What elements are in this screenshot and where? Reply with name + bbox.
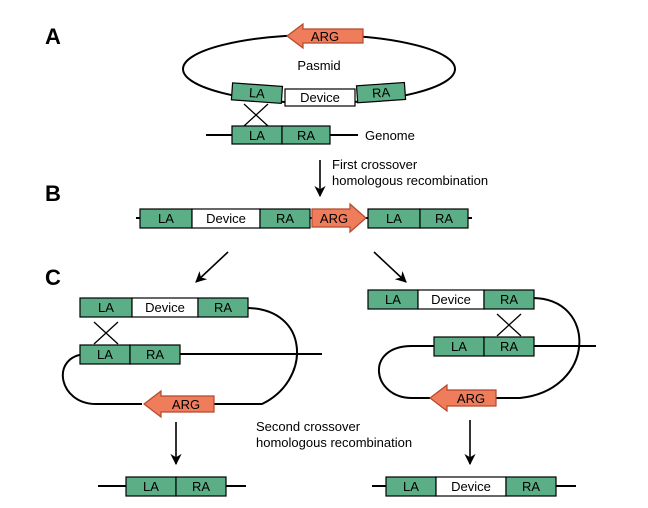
c-left-result-la-label: LA: [143, 479, 159, 494]
c-right-result-la-label: LA: [403, 479, 419, 494]
c-right-la-bottom-label: LA: [451, 339, 467, 354]
c-right-result-ra: [505, 476, 557, 497]
genome-ra-box: [281, 125, 331, 145]
genome-label: Genome: [365, 128, 415, 143]
genome-la-label: LA: [249, 128, 265, 143]
c-left-la-bottom-label: LA: [97, 347, 113, 362]
arg-arrow: [286, 22, 364, 50]
second-crossover-label-2: homologous recombination: [256, 435, 412, 450]
plasmid-la-box: [230, 82, 284, 104]
b-ra-box-2: [419, 208, 469, 229]
c-right-loop-left: [378, 345, 434, 399]
first-crossover-label-1: First crossover: [332, 157, 418, 172]
plasmid-label: Pasmid: [297, 58, 340, 73]
panel-label-c: C: [45, 265, 61, 290]
b-arg-arrow: [311, 202, 367, 234]
panel-label-b: B: [45, 181, 61, 206]
panel-c-right: LA Device RA LA RA ARG LA Device RA: [367, 289, 596, 497]
c-right-result-ra-label: RA: [522, 479, 540, 494]
c-right-la-top-label: LA: [385, 292, 401, 307]
c-left-la-top-label: LA: [98, 300, 114, 315]
genome-ra-label: RA: [297, 128, 315, 143]
plasmid-device-box: [284, 88, 356, 107]
b-device-label: Device: [206, 211, 246, 226]
c-right-ra-top-label: RA: [500, 292, 518, 307]
c-left-ra-top: [197, 297, 249, 318]
split-arrow-right: [373, 251, 407, 283]
c-left-ra-bottom: [129, 344, 181, 365]
c-right-ra-top: [483, 289, 535, 310]
plasmid-ra-box: [355, 81, 407, 104]
first-crossover-label-2: homologous recombination: [332, 173, 488, 188]
c-left-loop-right: [160, 307, 298, 405]
b-la-label-2: LA: [386, 211, 402, 226]
panel-b: LA Device RA ARG LA RA: [136, 202, 472, 234]
c-left-arg-arrow: [143, 389, 215, 419]
c-right-arg-label: ARG: [457, 391, 485, 406]
c-right-device-label: Device: [431, 292, 471, 307]
panel-c-left: LA Device RA LA RA ARG LA RA: [61, 297, 322, 497]
b-arg-label: ARG: [320, 211, 348, 226]
c-left-ra-bottom-label: RA: [146, 347, 164, 362]
panel-a: ARG Pasmid LA Device RA LA RA Genome: [182, 22, 456, 145]
c-left-device-label: Device: [145, 300, 185, 315]
c-right-ra-bottom-label: RA: [500, 339, 518, 354]
c-right-loop-right: [496, 297, 581, 399]
second-crossover-label-1: Second crossover: [256, 419, 361, 434]
arg-label: ARG: [311, 29, 339, 44]
plasmid-device-label: Device: [300, 90, 340, 105]
c-left-loop-left: [61, 353, 142, 405]
c-right-ra-bottom: [483, 336, 535, 357]
c-right-result-device-label: Device: [451, 479, 491, 494]
b-ra-label-2: RA: [435, 211, 453, 226]
c-right-arg-arrow: [429, 383, 497, 413]
panel-label-a: A: [45, 24, 61, 49]
plasmid-ra-label: RA: [372, 85, 391, 101]
c-left-arg-label: ARG: [172, 397, 200, 412]
b-ra-box-1: [259, 208, 311, 229]
split-arrow-left: [195, 251, 229, 283]
b-la-label-1: LA: [158, 211, 174, 226]
c-left-ra-top-label: RA: [214, 300, 232, 315]
c-left-result-ra-label: RA: [192, 479, 210, 494]
c-left-result-ra: [175, 476, 227, 497]
plasmid-la-label: LA: [248, 85, 265, 101]
b-ra-label-1: RA: [276, 211, 294, 226]
